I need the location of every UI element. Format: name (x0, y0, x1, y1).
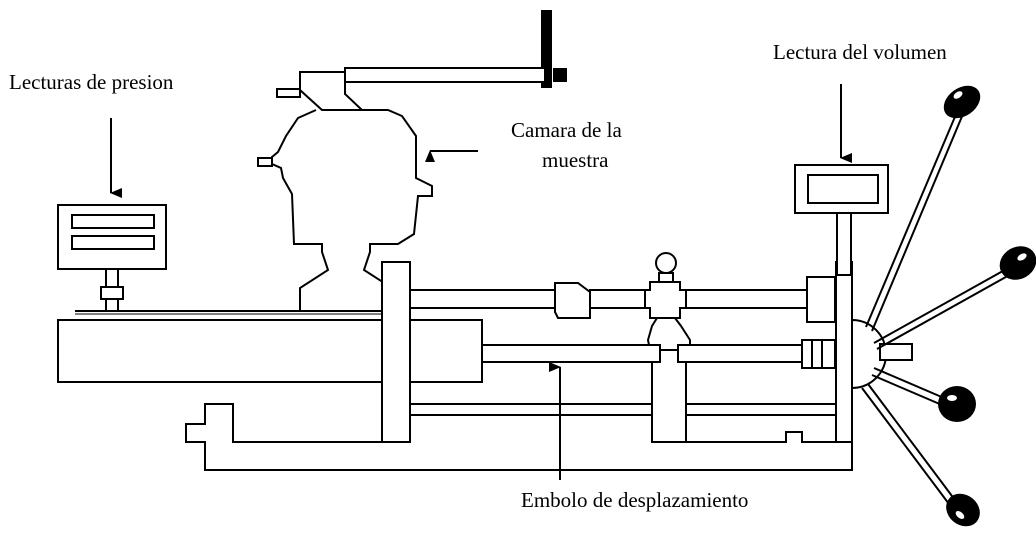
pressure-display-window-2 (71, 235, 155, 250)
label-chamber-line2: muestra (542, 148, 609, 172)
chamber-stand-post (541, 10, 552, 88)
displacement-piston (481, 344, 661, 363)
chamber-stand-knob (553, 68, 567, 82)
knob-3 (938, 386, 976, 422)
label-volume: Lectura del volumen (773, 40, 947, 64)
rear-plate (835, 261, 853, 443)
bench (57, 252, 853, 471)
volume-gauge (794, 164, 889, 276)
pressure-gauge (57, 204, 167, 312)
knob-2 (999, 246, 1036, 280)
carriage (644, 281, 687, 319)
main-cylinder (57, 319, 383, 383)
label-pressure: Lecturas de presion (9, 70, 174, 94)
label-piston: Embolo de desplazamiento (521, 488, 748, 512)
coupler-right (806, 276, 836, 323)
hand-wheel (851, 85, 1036, 527)
sample-chamber (257, 10, 567, 312)
coupler-left (554, 282, 591, 319)
piston-housing (409, 319, 483, 383)
chamber-body (271, 109, 433, 312)
knob-1 (943, 85, 981, 119)
base-frame (185, 403, 853, 471)
volume-display-window (807, 174, 879, 204)
front-plate (381, 261, 411, 443)
chamber-support-arm (344, 67, 546, 83)
knob-4 (946, 493, 980, 527)
pressure-display-window-1 (71, 214, 155, 229)
label-chamber-line1: Camara de la (511, 118, 622, 142)
